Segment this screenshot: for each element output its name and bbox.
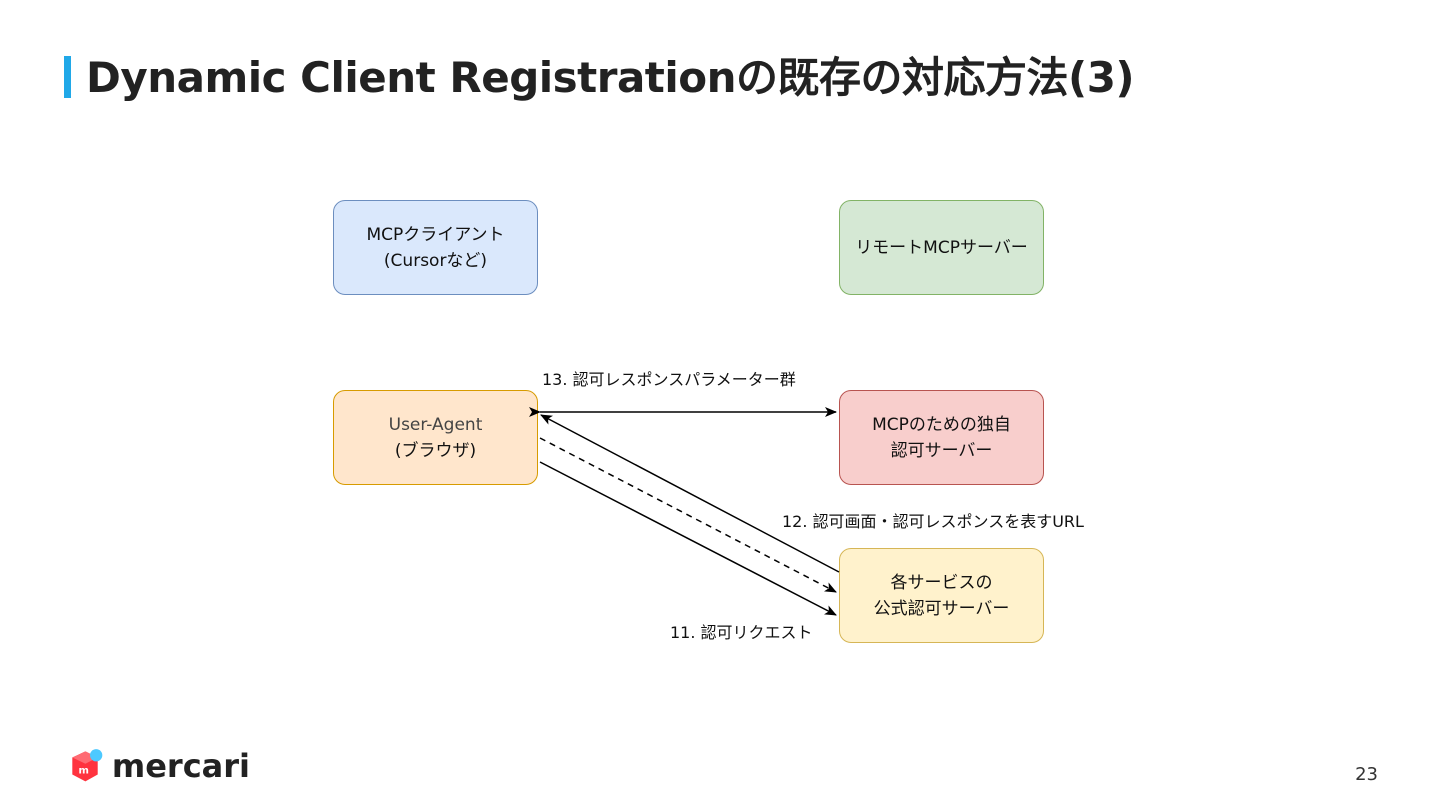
mercari-logo-icon: m (72, 749, 103, 782)
node-service-auth-server: 各サービスの 公式認可サーバー (839, 548, 1044, 643)
node-mcp-client-line2: (Cursorなど) (383, 250, 488, 271)
node-service-auth-server-line1: 各サービスの (890, 572, 993, 593)
edge-label-step12: 12. 認可画面・認可レスポンスを表すURL (782, 512, 1084, 531)
node-user-agent-line2: (ブラウザ) (394, 440, 477, 461)
mercari-logo-text: mercari (111, 747, 250, 785)
node-mcp-auth-server-line2: 認可サーバー (890, 440, 993, 461)
edge-label-step11: 11. 認可リクエスト (670, 623, 813, 642)
slide-title: Dynamic Client Registrationの既存の対応方法(3) (86, 53, 1135, 102)
svg-text:m: m (78, 766, 88, 777)
mercari-logo: m mercari (70, 742, 250, 790)
arrow-step12 (540, 414, 840, 573)
page-number: 23 (1355, 764, 1378, 785)
node-mcp-client: MCPクライアント (Cursorなど) (333, 200, 538, 295)
node-remote-mcp-server: リモートMCPサーバー (839, 200, 1044, 295)
arrow-dashed-redirect (539, 437, 837, 593)
node-service-auth-server-line2: 公式認可サーバー (873, 598, 1010, 619)
node-user-agent: User-Agent (ブラウザ) (333, 390, 538, 485)
node-mcp-client-line1: MCPクライアント (366, 224, 505, 245)
node-user-agent-line1: User-Agent (388, 414, 483, 435)
node-mcp-auth-server-line1: MCPのための独自 (872, 414, 1011, 435)
arrow-step11 (539, 461, 837, 616)
node-remote-mcp-server-label: リモートMCPサーバー (855, 237, 1028, 258)
edge-label-step13: 13. 認可レスポンスパラメーター群 (542, 370, 796, 389)
title-accent-bar (64, 56, 71, 98)
node-mcp-auth-server: MCPのための独自 認可サーバー (839, 390, 1044, 485)
